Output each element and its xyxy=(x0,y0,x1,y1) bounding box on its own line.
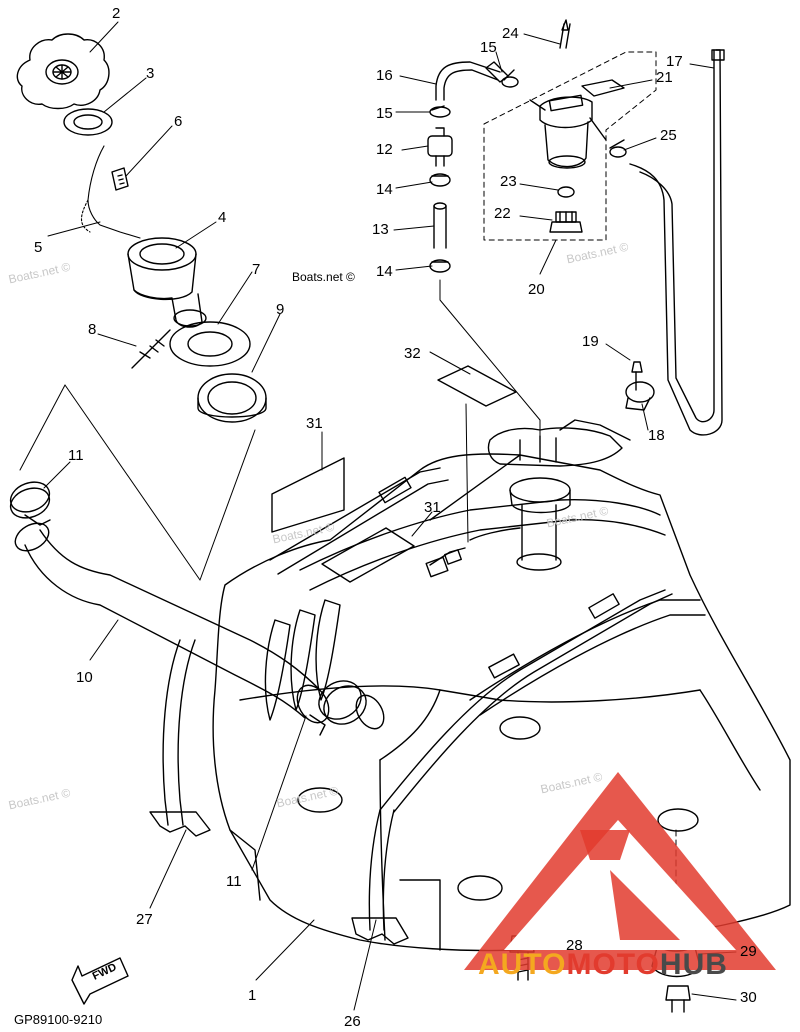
callout-26: 26 xyxy=(344,1013,361,1030)
callout-30: 30 xyxy=(740,989,757,1006)
callout-19: 19 xyxy=(582,333,599,350)
fuel-filter-12 xyxy=(427,127,453,167)
callout-1: 1 xyxy=(248,987,257,1004)
leader-lines xyxy=(43,21,737,1011)
brand-part-hub: HUB xyxy=(659,948,728,981)
clip-14a xyxy=(429,173,451,187)
callout-13: 13 xyxy=(372,221,389,238)
tank-strap-left xyxy=(149,467,449,837)
clip-15b xyxy=(429,105,451,118)
callout-11-upper: 11 xyxy=(68,447,84,464)
callout-15-lower: 15 xyxy=(376,105,393,122)
clip-25 xyxy=(609,139,627,158)
filler-hose xyxy=(14,522,330,724)
callout-31-lower: 31 xyxy=(424,499,441,516)
callout-11-lower: 11 xyxy=(226,873,242,890)
brand-part-moto: MOTO xyxy=(566,948,660,981)
callout-4: 4 xyxy=(218,209,227,226)
o-ring-23 xyxy=(557,186,575,198)
callout-17: 17 xyxy=(666,53,683,70)
callout-2: 2 xyxy=(112,5,121,22)
callout-15-upper: 15 xyxy=(480,39,497,56)
clip-15a xyxy=(501,69,519,88)
callout-22: 22 xyxy=(494,205,511,222)
fuel-hose-16 xyxy=(435,61,509,101)
callout-24: 24 xyxy=(502,25,519,42)
fwd-arrow xyxy=(71,957,129,1005)
hose-clamp-upper xyxy=(9,481,51,526)
callout-27: 27 xyxy=(136,911,153,928)
callout-9: 9 xyxy=(276,301,285,318)
callout-14-lower: 14 xyxy=(376,263,393,280)
gasket-7 xyxy=(169,321,251,367)
hose-clamp-lower xyxy=(309,680,385,736)
sender-wire xyxy=(425,527,521,578)
callout-8: 8 xyxy=(88,321,97,338)
callout-20: 20 xyxy=(528,281,545,298)
strainer-assembly-20 xyxy=(483,19,657,241)
callout-3: 3 xyxy=(146,65,155,82)
fuel-cap xyxy=(16,33,110,110)
decal-31a xyxy=(271,457,345,533)
hose-guide-line xyxy=(439,279,541,441)
callout-21: 21 xyxy=(656,69,673,86)
callout-7: 7 xyxy=(252,261,261,278)
callout-6: 6 xyxy=(174,113,183,130)
bracket-18 xyxy=(625,361,655,411)
watermark-logo xyxy=(464,772,776,970)
strainer-22 xyxy=(549,211,583,233)
brand-part-auto: AUTO xyxy=(478,948,567,981)
decal-32 xyxy=(437,365,517,407)
vent-hose-17 xyxy=(629,49,725,436)
screw-6 xyxy=(111,167,129,191)
callout-31-upper: 31 xyxy=(306,415,323,432)
decal-31b xyxy=(321,527,415,583)
tether-chain xyxy=(80,145,141,239)
nut-ring-9 xyxy=(197,373,267,423)
filler-neck xyxy=(127,237,207,328)
tank-strap-right xyxy=(351,589,673,945)
callout-5: 5 xyxy=(34,239,43,256)
callout-16: 16 xyxy=(376,67,393,84)
diagram-code: GP89100-9210 xyxy=(14,1012,103,1027)
callout-18: 18 xyxy=(648,427,665,444)
callout-25: 25 xyxy=(660,127,677,144)
fuel-tank-body xyxy=(212,453,791,952)
callout-12: 12 xyxy=(376,141,393,158)
explode-lines-left xyxy=(19,384,256,581)
callout-29: 29 xyxy=(740,943,757,960)
cap-gasket xyxy=(63,108,113,136)
vent-fitting-8 xyxy=(131,329,171,369)
callout-32: 32 xyxy=(404,345,421,362)
callout-28: 28 xyxy=(566,937,583,954)
callout-14-upper: 14 xyxy=(376,181,393,198)
callout-23: 23 xyxy=(500,173,517,190)
callout-10: 10 xyxy=(76,669,93,686)
fuel-sender xyxy=(487,419,631,571)
brand-logo-text: AUTOMOTOHUB xyxy=(478,948,728,982)
clip-14b xyxy=(429,259,451,273)
fuel-hose-13 xyxy=(433,202,447,249)
watermark-text: Boats.net © xyxy=(292,270,355,284)
bolt-30 xyxy=(665,985,691,1013)
